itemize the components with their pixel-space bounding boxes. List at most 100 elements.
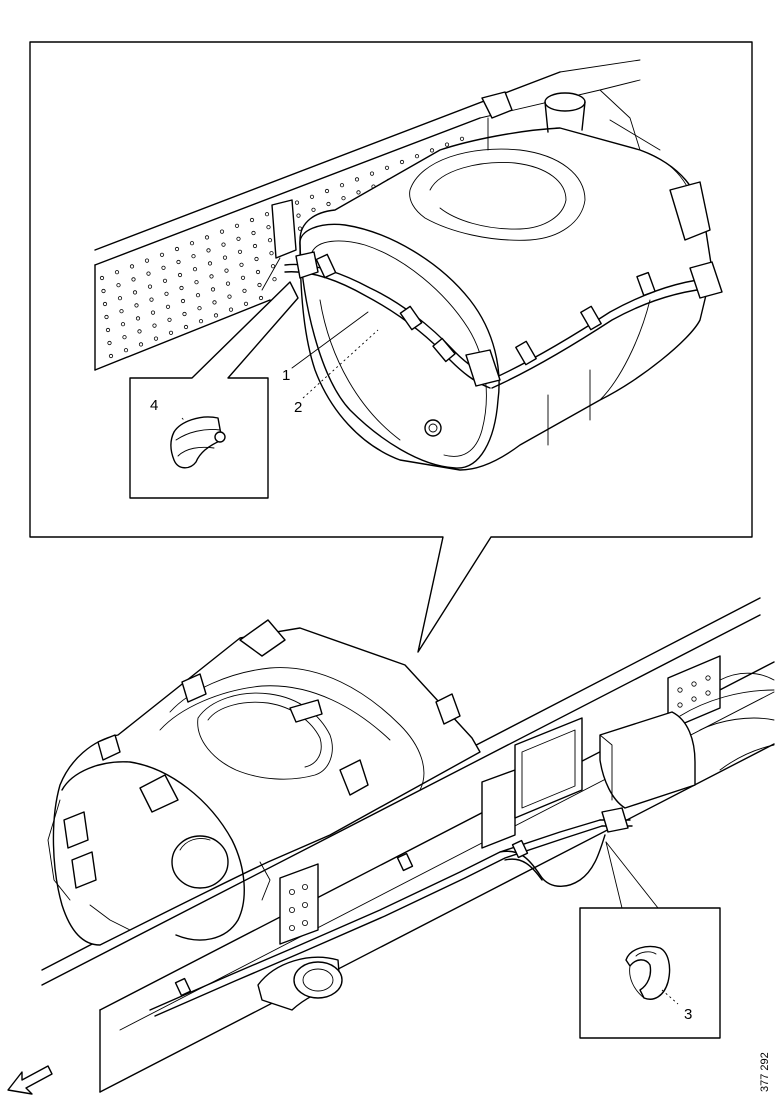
frame-hole	[252, 243, 258, 249]
frame-hole	[213, 313, 219, 318]
clip-detail-inset-4	[129, 281, 299, 499]
frame-hole	[134, 303, 139, 308]
frame-hole	[243, 301, 249, 306]
callout-4: 4	[150, 397, 158, 414]
frame-hole	[249, 217, 255, 223]
frame-hole	[101, 288, 106, 294]
figure-reference-code: 377 292	[759, 1052, 771, 1092]
frame-hole	[219, 229, 225, 234]
frame-hole	[167, 317, 172, 322]
frame-hole	[429, 148, 435, 153]
frame-hole	[174, 246, 180, 252]
frame-hole	[444, 142, 450, 147]
frame-hole	[168, 330, 174, 335]
frame-hole	[309, 194, 315, 199]
frame-hole	[152, 323, 157, 328]
callout-1-leader	[291, 311, 369, 369]
frame-hole	[117, 296, 123, 301]
frame-hole	[339, 183, 345, 188]
frame-hole	[237, 249, 243, 254]
frame-hole	[192, 267, 198, 272]
frame-hole	[459, 136, 465, 141]
callout-2: 2	[294, 399, 302, 416]
frame-hole	[222, 255, 228, 260]
frame-hole	[162, 278, 168, 283]
frame-hole	[288, 907, 295, 914]
frame-hole	[197, 306, 202, 311]
frame-hole	[272, 277, 277, 282]
frame-hole	[182, 311, 187, 317]
frame-hole	[132, 290, 138, 295]
frame-hole	[150, 310, 156, 315]
frame-hole	[131, 277, 136, 282]
frame-hole	[210, 287, 216, 292]
frame-hole	[198, 319, 204, 324]
frame-hole	[108, 353, 114, 359]
frame-hole	[705, 675, 711, 681]
detail-chassis-frame-rail	[94, 59, 641, 371]
frame-hole	[176, 259, 181, 265]
clip-detail-inset-3	[579, 841, 721, 1039]
frame-hole	[153, 336, 159, 341]
frame-hole	[234, 223, 240, 228]
frame-hole	[236, 236, 241, 241]
frame-hole	[691, 681, 697, 687]
frame-hole	[183, 324, 189, 330]
frame-hole	[123, 348, 129, 353]
frame-hole	[270, 264, 276, 269]
callout-3: 3	[684, 1006, 692, 1023]
frame-hole	[269, 251, 274, 256]
frame-hole	[105, 327, 111, 333]
frame-hole	[159, 252, 165, 257]
frame-hole	[266, 225, 271, 230]
main-silencer-unit	[47, 619, 481, 946]
frame-hole	[194, 280, 199, 285]
frame-hole	[228, 307, 234, 312]
frame-hole	[705, 690, 711, 696]
frame-hole	[135, 316, 141, 321]
frame-hole	[204, 235, 210, 240]
frame-hole	[177, 272, 183, 278]
frame-hole	[254, 256, 259, 262]
frame-hole	[161, 265, 166, 270]
frame-hole	[206, 248, 211, 253]
frame-hole	[296, 213, 301, 218]
frame-hole	[207, 261, 213, 266]
detail-silencer-unit	[261, 89, 713, 471]
frame-hole	[224, 268, 229, 273]
frame-hole	[311, 207, 316, 212]
frame-hole	[414, 154, 420, 159]
frame-hole	[324, 188, 330, 194]
frame-hole	[227, 294, 232, 299]
frame-hole	[288, 925, 295, 932]
frame-hole	[120, 322, 126, 327]
frame-hole	[180, 298, 186, 304]
forward-direction-arrow-icon	[7, 1065, 53, 1095]
frame-hole	[240, 275, 246, 280]
frame-hole	[147, 284, 153, 289]
frame-hole	[326, 201, 331, 207]
frame-hole	[294, 200, 300, 205]
frame-hole	[288, 889, 295, 896]
frame-hole	[129, 264, 135, 269]
frame-hole	[116, 283, 121, 288]
frame-hole	[354, 177, 360, 182]
frame-hole	[267, 238, 273, 243]
frame-hole	[399, 159, 405, 165]
frame-hole	[122, 335, 127, 340]
frame-hole	[691, 696, 697, 702]
frame-hole	[191, 254, 196, 259]
frame-hole	[138, 342, 144, 347]
callout-1: 1	[282, 367, 290, 384]
frame-hole	[356, 190, 361, 195]
frame-hole	[384, 165, 390, 170]
frame-hole	[239, 262, 244, 267]
frame-hole	[221, 242, 226, 247]
frame-hole	[137, 329, 142, 334]
detail-wiring-harness	[284, 251, 723, 389]
frame-hole	[264, 212, 270, 217]
frame-hole	[257, 282, 262, 288]
frame-hole	[107, 340, 112, 346]
frame-hole	[99, 275, 105, 281]
callout-2-leader	[302, 329, 379, 399]
